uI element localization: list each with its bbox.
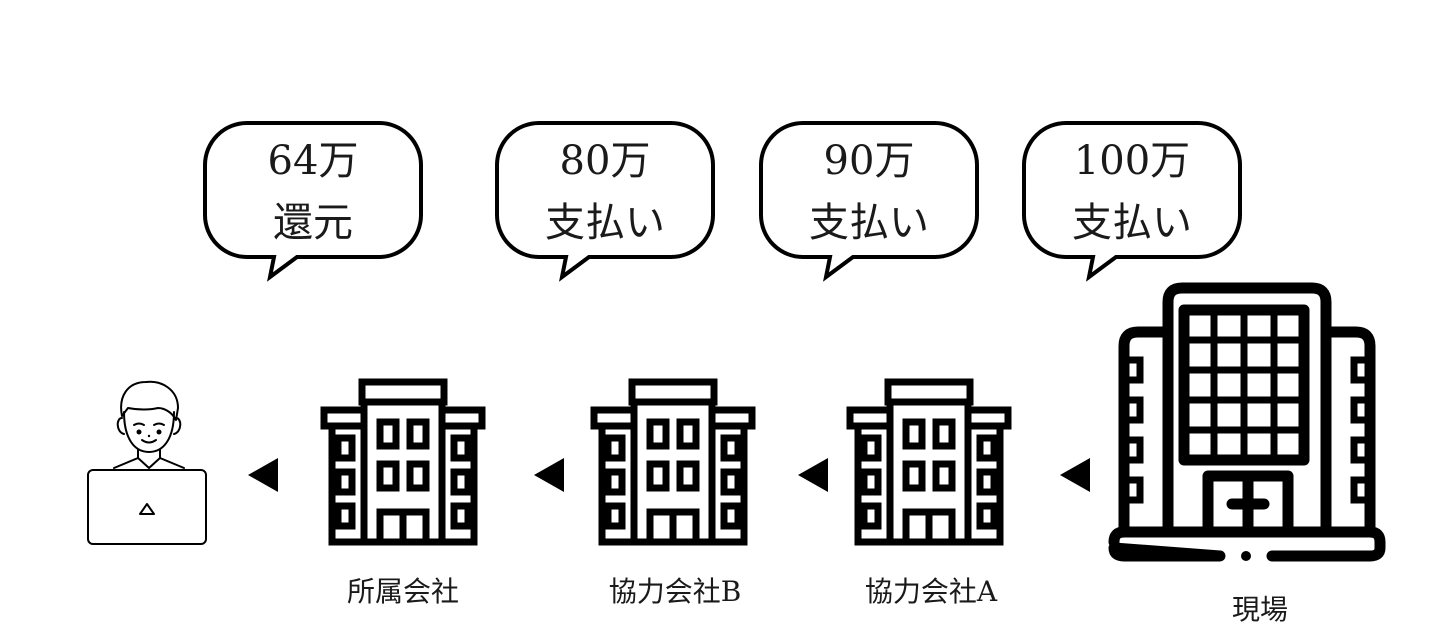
bubble-partner-b: 80万 支払い (494, 120, 716, 282)
flow-arrow-left-icon (534, 458, 564, 492)
speech-bubble-shape (1022, 121, 1242, 282)
bubble-amount: 64万 (267, 138, 359, 184)
node-label-site: 現場 (1231, 593, 1288, 626)
speech-bubble-shape (495, 121, 715, 282)
flow-arrow-left-icon (1060, 458, 1090, 492)
speech-bubble-shape (759, 121, 979, 282)
node-label-partner-b: 協力会社B (608, 575, 742, 608)
office-tower-icon (1108, 282, 1386, 562)
bubble-amount: 80万 (559, 138, 651, 184)
person-laptop-icon (87, 380, 207, 545)
bubble-own-company: 64万 還元 (202, 120, 424, 282)
bubble-action: 支払い (545, 200, 665, 246)
bubble-site: 100万 支払い (1021, 120, 1243, 282)
building-icon-partner-b (590, 378, 756, 546)
node-label-partner-a: 協力会社A (864, 575, 998, 608)
bubble-action: 支払い (1072, 200, 1192, 246)
bubble-partner-a: 90万 支払い (758, 120, 980, 282)
building-icon-own-company (320, 378, 486, 546)
bubble-action: 還元 (273, 200, 353, 246)
speech-bubble-shape (203, 121, 423, 282)
flow-arrow-left-icon (248, 458, 278, 492)
node-label-own-company: 所属会社 (346, 575, 459, 608)
bubble-amount: 100万 (1073, 138, 1191, 184)
flow-arrow-left-icon (798, 458, 828, 492)
building-icon-partner-a (846, 378, 1012, 546)
bubble-action: 支払い (809, 200, 929, 246)
bubble-amount: 90万 (823, 138, 915, 184)
